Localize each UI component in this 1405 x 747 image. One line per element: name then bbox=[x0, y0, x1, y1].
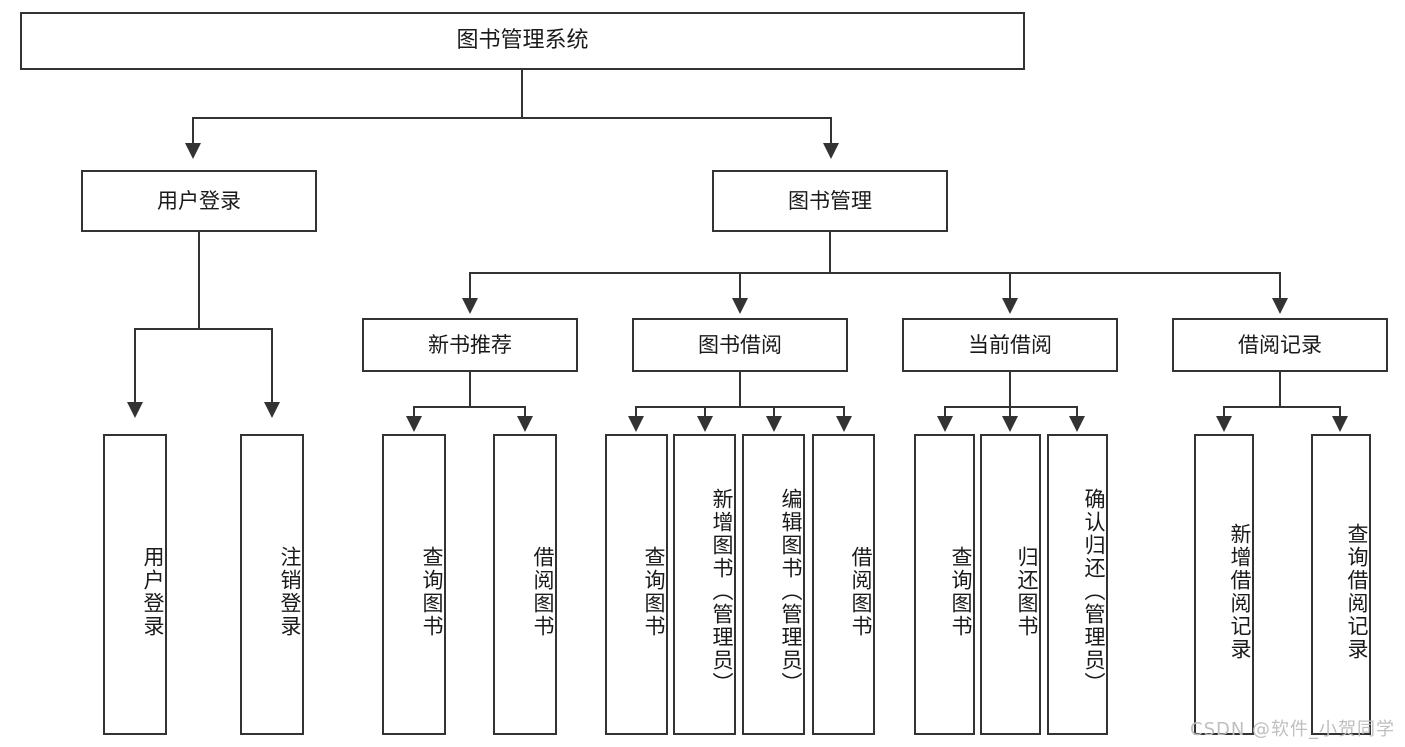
arrow-book-borrow-leaf-4 bbox=[836, 416, 852, 432]
arrow-book-borrow-leaf-3 bbox=[766, 416, 782, 432]
connector-root-bus bbox=[192, 117, 832, 119]
node-label: 查询借阅记录 bbox=[1345, 522, 1369, 661]
connector-book-manage-stem bbox=[829, 232, 831, 274]
node-new-book-recommend[interactable]: 新书推荐 bbox=[362, 318, 578, 372]
arrow-root-to-user-login bbox=[185, 143, 201, 159]
arrow-user-login-leaf-1 bbox=[127, 402, 143, 418]
connector-level3-bus bbox=[469, 272, 1281, 274]
connector-borrow-record-bus bbox=[1223, 406, 1341, 408]
node-label: 归还图书 bbox=[1015, 545, 1039, 638]
node-label: 借阅图书 bbox=[531, 545, 555, 638]
connector-root-to-book-manage bbox=[830, 117, 832, 145]
node-label: 编辑图书（管理员） bbox=[779, 488, 803, 695]
node-label: 查询图书 bbox=[642, 545, 666, 638]
node-label: 图书管理 bbox=[788, 188, 872, 213]
leaf-new-book-borrow-book[interactable]: 借阅图书 bbox=[493, 434, 557, 735]
connector-borrow-record-stem bbox=[1279, 372, 1281, 408]
node-current-borrow[interactable]: 当前借阅 bbox=[902, 318, 1118, 372]
node-borrow-record[interactable]: 借阅记录 bbox=[1172, 318, 1388, 372]
connector-l3-drop-borrow-record bbox=[1279, 272, 1281, 300]
node-label: 图书管理系统 bbox=[456, 28, 589, 54]
arrow-l3-book-borrow bbox=[732, 298, 748, 314]
connector-new-book-drop-2 bbox=[524, 406, 526, 418]
csdn-watermark: CSDN @软件_小贺同学 bbox=[1190, 719, 1396, 740]
arrow-l3-current-borrow bbox=[1002, 298, 1018, 314]
arrow-current-borrow-leaf-2 bbox=[1002, 416, 1018, 432]
node-label: 新书推荐 bbox=[428, 332, 512, 357]
connector-l3-drop-book-borrow bbox=[739, 272, 741, 300]
connector-new-book-drop-1 bbox=[413, 406, 415, 418]
leaf-user-login-logout[interactable]: 注销登录 bbox=[240, 434, 304, 735]
leaf-current-borrow-confirm-return-admin[interactable]: 确认归还（管理员） bbox=[1047, 434, 1108, 735]
connector-book-borrow-drop-1 bbox=[635, 406, 637, 418]
leaf-book-borrow-borrow-book[interactable]: 借阅图书 bbox=[812, 434, 875, 735]
node-label: 用户登录 bbox=[157, 188, 241, 213]
leaf-current-borrow-query-book[interactable]: 查询图书 bbox=[914, 434, 975, 735]
node-label: 确认归还（管理员） bbox=[1082, 488, 1106, 695]
arrow-l3-borrow-record bbox=[1272, 298, 1288, 314]
node-label: 借阅记录 bbox=[1238, 332, 1322, 357]
arrow-current-borrow-leaf-1 bbox=[937, 416, 953, 432]
connector-root-stem bbox=[521, 70, 523, 118]
arrow-current-borrow-leaf-3 bbox=[1069, 416, 1085, 432]
arrow-borrow-record-leaf-1 bbox=[1216, 416, 1232, 432]
connector-book-borrow-drop-2 bbox=[704, 406, 706, 418]
arrow-root-to-book-manage bbox=[823, 143, 839, 159]
connector-book-borrow-stem bbox=[739, 372, 741, 408]
node-label: 注销登录 bbox=[278, 545, 302, 638]
connector-new-book-bus bbox=[413, 406, 526, 408]
connector-current-borrow-bus bbox=[944, 406, 1078, 408]
connector-borrow-record-drop-1 bbox=[1223, 406, 1225, 418]
leaf-borrow-record-add-record[interactable]: 新增借阅记录 bbox=[1194, 434, 1254, 735]
node-label: 图书借阅 bbox=[698, 332, 782, 357]
connector-l3-drop-current-borrow bbox=[1009, 272, 1011, 300]
connector-book-borrow-bus bbox=[635, 406, 845, 408]
leaf-book-borrow-add-book-admin[interactable]: 新增图书（管理员） bbox=[673, 434, 736, 735]
leaf-borrow-record-query-record[interactable]: 查询借阅记录 bbox=[1311, 434, 1371, 735]
arrow-book-borrow-leaf-2 bbox=[697, 416, 713, 432]
node-book-management[interactable]: 图书管理 bbox=[712, 170, 948, 232]
connector-user-login-bus bbox=[134, 328, 273, 330]
leaf-current-borrow-return-book[interactable]: 归还图书 bbox=[980, 434, 1041, 735]
leaf-book-borrow-query-book[interactable]: 查询图书 bbox=[605, 434, 668, 735]
arrow-new-book-leaf-2 bbox=[517, 416, 533, 432]
connector-book-borrow-drop-3 bbox=[773, 406, 775, 418]
connector-user-login-stem bbox=[198, 232, 200, 330]
connector-borrow-record-drop-2 bbox=[1339, 406, 1341, 418]
connector-user-login-drop-1 bbox=[134, 328, 136, 404]
node-label: 新增图书（管理员） bbox=[710, 488, 734, 695]
connector-user-login-drop-2 bbox=[271, 328, 273, 404]
connector-current-borrow-drop-1 bbox=[944, 406, 946, 418]
node-root-system[interactable]: 图书管理系统 bbox=[20, 12, 1025, 70]
leaf-book-borrow-edit-book-admin[interactable]: 编辑图书（管理员） bbox=[742, 434, 805, 735]
node-label: 查询图书 bbox=[949, 545, 973, 638]
leaf-user-login-login[interactable]: 用户登录 bbox=[103, 434, 167, 735]
node-book-borrow[interactable]: 图书借阅 bbox=[632, 318, 848, 372]
connector-current-borrow-stem bbox=[1009, 372, 1011, 408]
node-label: 用户登录 bbox=[141, 545, 165, 638]
node-label: 新增借阅记录 bbox=[1228, 522, 1252, 661]
connector-root-to-user-login bbox=[192, 117, 194, 145]
node-user-login[interactable]: 用户登录 bbox=[81, 170, 317, 232]
node-label: 当前借阅 bbox=[968, 332, 1052, 357]
arrow-user-login-leaf-2 bbox=[264, 402, 280, 418]
connector-l3-drop-new-book bbox=[469, 272, 471, 300]
arrow-l3-new-book-recommend bbox=[462, 298, 478, 314]
connector-current-borrow-drop-2 bbox=[1009, 406, 1011, 418]
arrow-borrow-record-leaf-2 bbox=[1332, 416, 1348, 432]
leaf-new-book-query-book[interactable]: 查询图书 bbox=[382, 434, 446, 735]
arrow-book-borrow-leaf-1 bbox=[628, 416, 644, 432]
node-label: 借阅图书 bbox=[849, 545, 873, 638]
connector-new-book-stem bbox=[469, 372, 471, 408]
connector-book-borrow-drop-4 bbox=[843, 406, 845, 418]
node-label: 查询图书 bbox=[420, 545, 444, 638]
connector-current-borrow-drop-3 bbox=[1076, 406, 1078, 418]
arrow-new-book-leaf-1 bbox=[406, 416, 422, 432]
